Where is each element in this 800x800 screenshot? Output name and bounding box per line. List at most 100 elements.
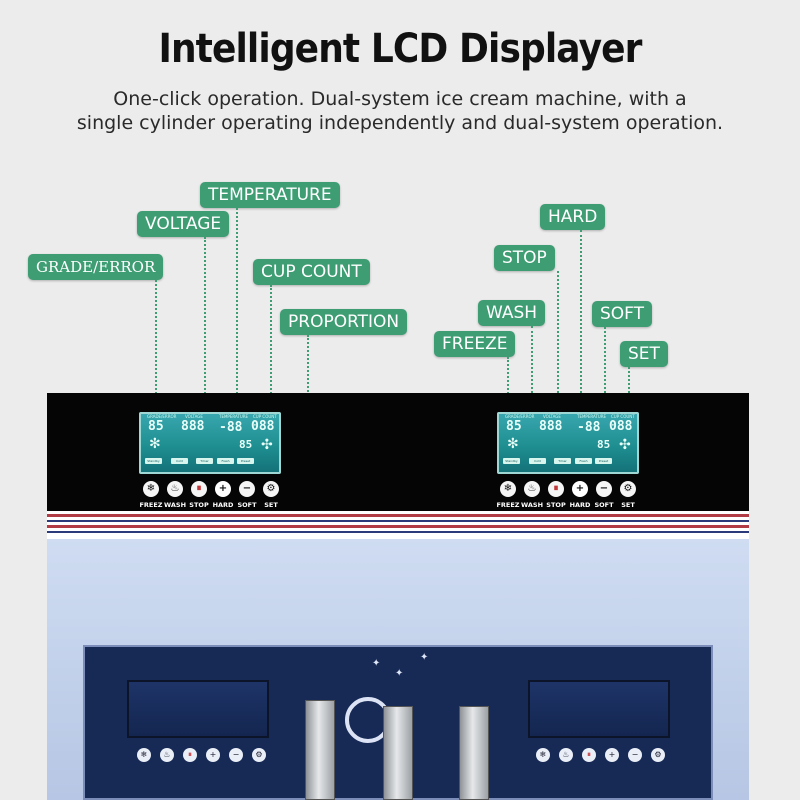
stop-label: STOP — [189, 501, 209, 509]
fan-icon: ✻ — [507, 436, 519, 452]
lcd-mode-preset: Preset — [595, 458, 612, 464]
wash-button[interactable]: ♨ — [167, 481, 183, 497]
subheadline-line-2: single cylinder operating independently … — [76, 112, 724, 134]
lcd-proportion-value: 85 — [239, 438, 253, 451]
wash-button[interactable]: ♨ — [524, 481, 540, 497]
front-set-button[interactable]: ⚙ — [252, 748, 266, 762]
lcd-header-grade: GRADE/ERROR — [147, 414, 177, 419]
fan-icon: ✣ — [619, 437, 631, 453]
lcd-grade-value: 85 — [148, 419, 164, 434]
lcd-header-cup-count: CUP COUNT — [611, 414, 635, 419]
front-freeze-button[interactable]: ❄ — [137, 748, 151, 762]
wash-label: WASH — [520, 501, 544, 509]
fan-icon: ✣ — [261, 437, 273, 453]
sparkle-icon: ✦ — [372, 658, 381, 669]
stop-label: STOP — [546, 501, 566, 509]
lcd-voltage-value: 888 — [539, 419, 563, 434]
lcd-header-temperature: TEMPERATURE — [577, 414, 607, 419]
front-display-left — [127, 680, 269, 738]
callout-wash: WASH — [478, 300, 546, 326]
lcd-temperature-value: -88 — [577, 420, 601, 435]
stop-button[interactable]: ⏸ — [548, 481, 564, 497]
front-hard-button[interactable]: + — [206, 748, 220, 762]
leader-line-hard — [580, 230, 582, 477]
leader-line-proportion — [307, 335, 309, 447]
subheadline-line-1: One-click operation. Dual-system ice cre… — [113, 88, 687, 110]
lcd-display-right: GRADE/ERROR VOLTAGE TEMPERATURE CUP COUN… — [497, 412, 639, 474]
hard-label: HARD — [569, 501, 591, 509]
lcd-mode-fresh: Fresh — [575, 458, 592, 464]
set-label: SET — [264, 501, 278, 509]
lcd-proportion-value: 85 — [597, 438, 611, 451]
freeze-button[interactable]: ❄ — [143, 481, 159, 497]
front-display-right — [528, 680, 670, 738]
lcd-cup-count-value: 088 — [609, 419, 633, 434]
freeze-label: FREEZ — [496, 501, 520, 509]
lcd-header-cup-count: CUP COUNT — [253, 414, 277, 419]
lcd-mode-cold: Cold — [171, 458, 188, 464]
front-soft-button[interactable]: − — [628, 748, 642, 762]
lcd-temperature-value: -88 — [219, 420, 243, 435]
lcd-mode-preset: Preset — [237, 458, 254, 464]
front-wash-button[interactable]: ♨ — [160, 748, 174, 762]
lcd-mode-fresh: Fresh — [217, 458, 234, 464]
sparkle-icon: ✦ — [395, 668, 404, 679]
lcd-mode-standby: Standby — [145, 458, 162, 464]
lcd-voltage-value: 888 — [181, 419, 205, 434]
soft-button[interactable]: − — [239, 481, 255, 497]
wash-label: WASH — [163, 501, 187, 509]
front-freeze-button[interactable]: ❄ — [536, 748, 550, 762]
lcd-mode-timer: Timer — [554, 458, 571, 464]
dispenser-handle-right[interactable] — [459, 706, 489, 800]
subheadline: One-click operation. Dual-system ice cre… — [0, 87, 800, 135]
freeze-button[interactable]: ❄ — [500, 481, 516, 497]
soft-label: SOFT — [594, 501, 614, 509]
dispenser-handle-left[interactable] — [305, 700, 335, 800]
callout-hard: HARD — [540, 204, 606, 230]
front-hard-button[interactable]: + — [605, 748, 619, 762]
set-button[interactable]: ⚙ — [263, 481, 279, 497]
callout-freeze: FREEZE — [434, 331, 516, 357]
hard-button[interactable]: + — [215, 481, 231, 497]
headline: Intelligent LCD Displayer — [158, 26, 642, 72]
leader-line-stop — [557, 271, 559, 477]
callout-cup-count: CUP COUNT — [253, 259, 370, 285]
leader-line-temperature — [236, 208, 238, 410]
stop-button[interactable]: ⏸ — [191, 481, 207, 497]
lcd-cup-count-value: 088 — [251, 419, 275, 434]
decorative-stripes — [47, 511, 749, 539]
callout-proportion: PROPORTION — [280, 309, 408, 335]
front-stop-button[interactable]: ⏸ — [183, 748, 197, 762]
callout-set: SET — [620, 341, 668, 367]
soft-label: SOFT — [237, 501, 257, 509]
lcd-grade-value: 85 — [506, 419, 522, 434]
front-stop-button[interactable]: ⏸ — [582, 748, 596, 762]
soft-button[interactable]: − — [596, 481, 612, 497]
set-label: SET — [621, 501, 635, 509]
lcd-header-temperature: TEMPERATURE — [219, 414, 249, 419]
fan-icon: ✻ — [149, 436, 161, 452]
callout-stop: STOP — [494, 245, 555, 271]
hard-button[interactable]: + — [572, 481, 588, 497]
set-button[interactable]: ⚙ — [620, 481, 636, 497]
leader-line-voltage — [204, 237, 206, 410]
leader-line-cup-count — [270, 285, 272, 410]
front-set-button[interactable]: ⚙ — [651, 748, 665, 762]
dispenser-handle-middle[interactable] — [383, 706, 413, 800]
hard-label: HARD — [212, 501, 234, 509]
leader-line-grade — [155, 280, 157, 410]
sparkle-icon: ✦ — [420, 652, 429, 663]
lcd-display-left: GRADE/ERROR VOLTAGE TEMPERATURE CUP COUN… — [139, 412, 281, 474]
callout-voltage: VOLTAGE — [137, 211, 230, 237]
callout-soft: SOFT — [592, 301, 653, 327]
lcd-header-voltage: VOLTAGE — [543, 414, 561, 419]
freeze-label: FREEZ — [139, 501, 163, 509]
front-soft-button[interactable]: − — [229, 748, 243, 762]
lcd-header-voltage: VOLTAGE — [185, 414, 203, 419]
lcd-header-grade: GRADE/ERROR — [505, 414, 535, 419]
lcd-mode-cold: Cold — [529, 458, 546, 464]
front-wash-button[interactable]: ♨ — [559, 748, 573, 762]
callout-grade-error: GRADE/ERROR — [28, 254, 164, 280]
lcd-mode-timer: Timer — [196, 458, 213, 464]
lcd-mode-standby: Standby — [503, 458, 520, 464]
